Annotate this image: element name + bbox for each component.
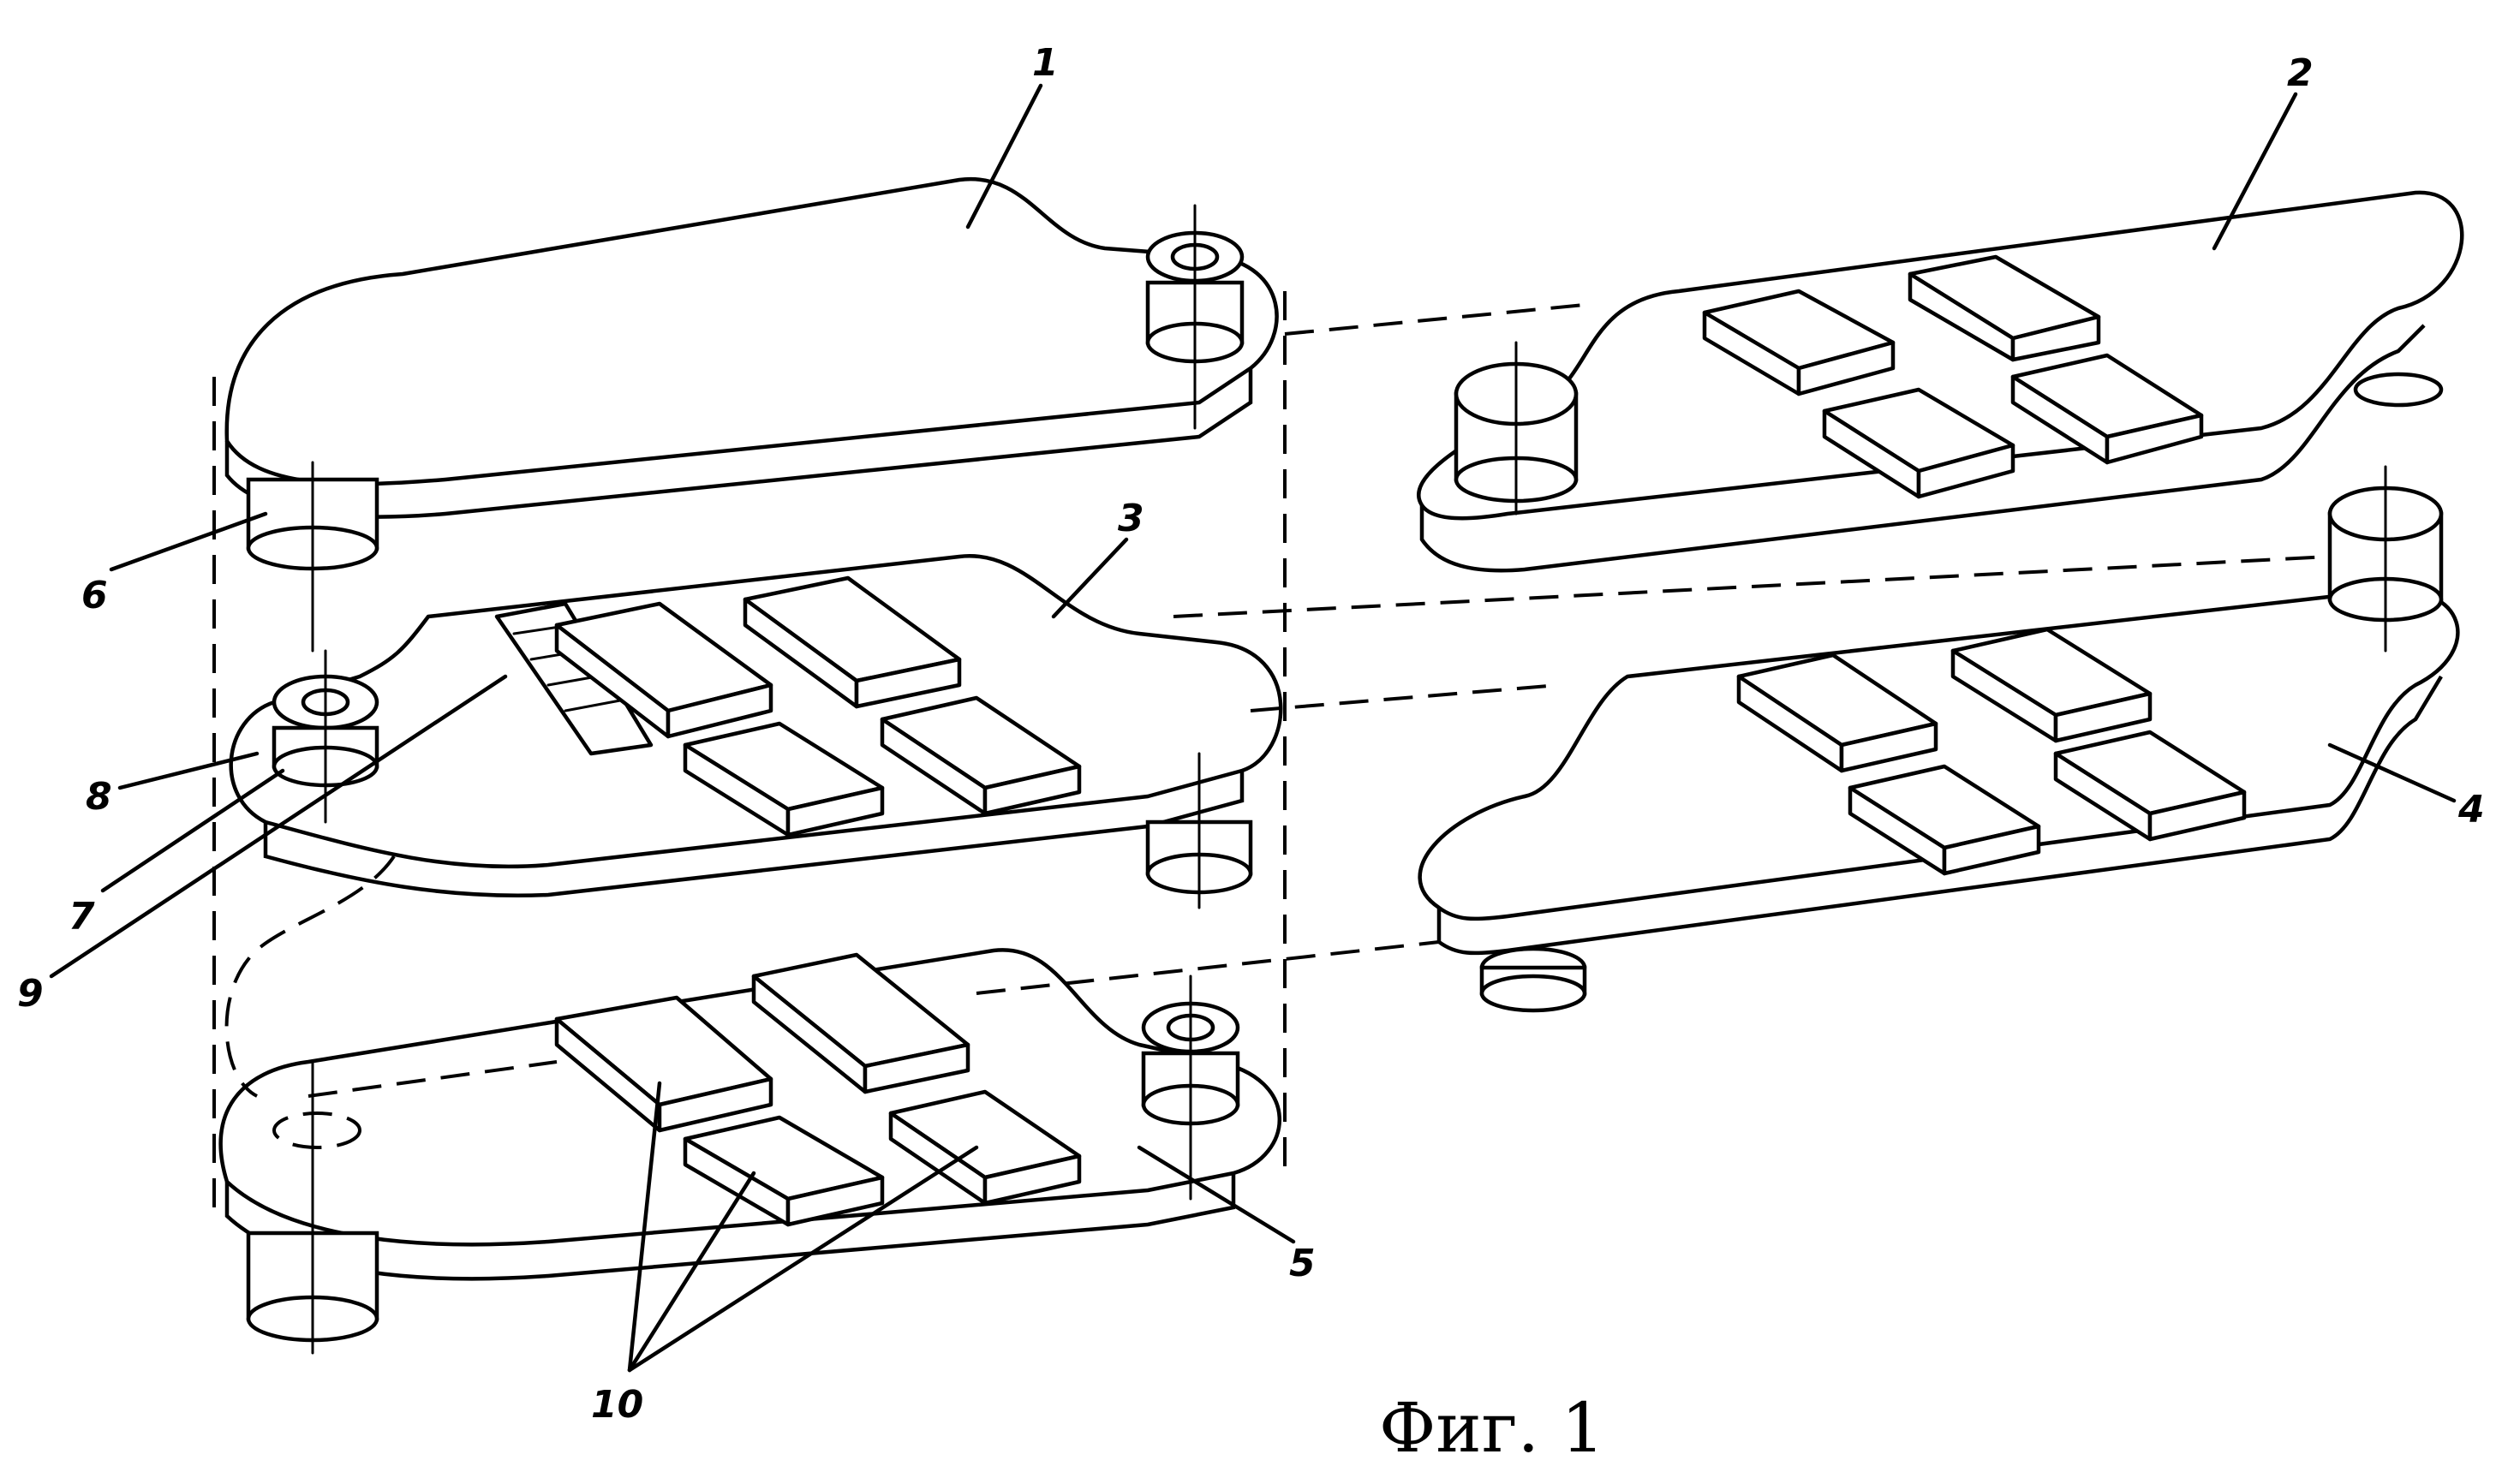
- board-4: [1420, 467, 2458, 1010]
- label-8: 8: [86, 775, 112, 819]
- label-5: 5: [1289, 1242, 1316, 1285]
- board-2: [1418, 193, 2462, 570]
- board-3: [231, 556, 1281, 908]
- label-6: 6: [81, 574, 108, 617]
- label-1: 1: [1032, 41, 1059, 85]
- spacer-post-6: [248, 462, 377, 651]
- label-4: 4: [2457, 788, 2485, 831]
- figure-caption: Фиг. 1: [1379, 1388, 1604, 1468]
- label-7: 7: [69, 895, 95, 939]
- label-2: 2: [2287, 51, 2314, 95]
- label-10: 10: [591, 1383, 643, 1427]
- label-9: 9: [17, 972, 44, 1016]
- board-1: [227, 179, 1277, 516]
- label-3: 3: [1118, 497, 1144, 540]
